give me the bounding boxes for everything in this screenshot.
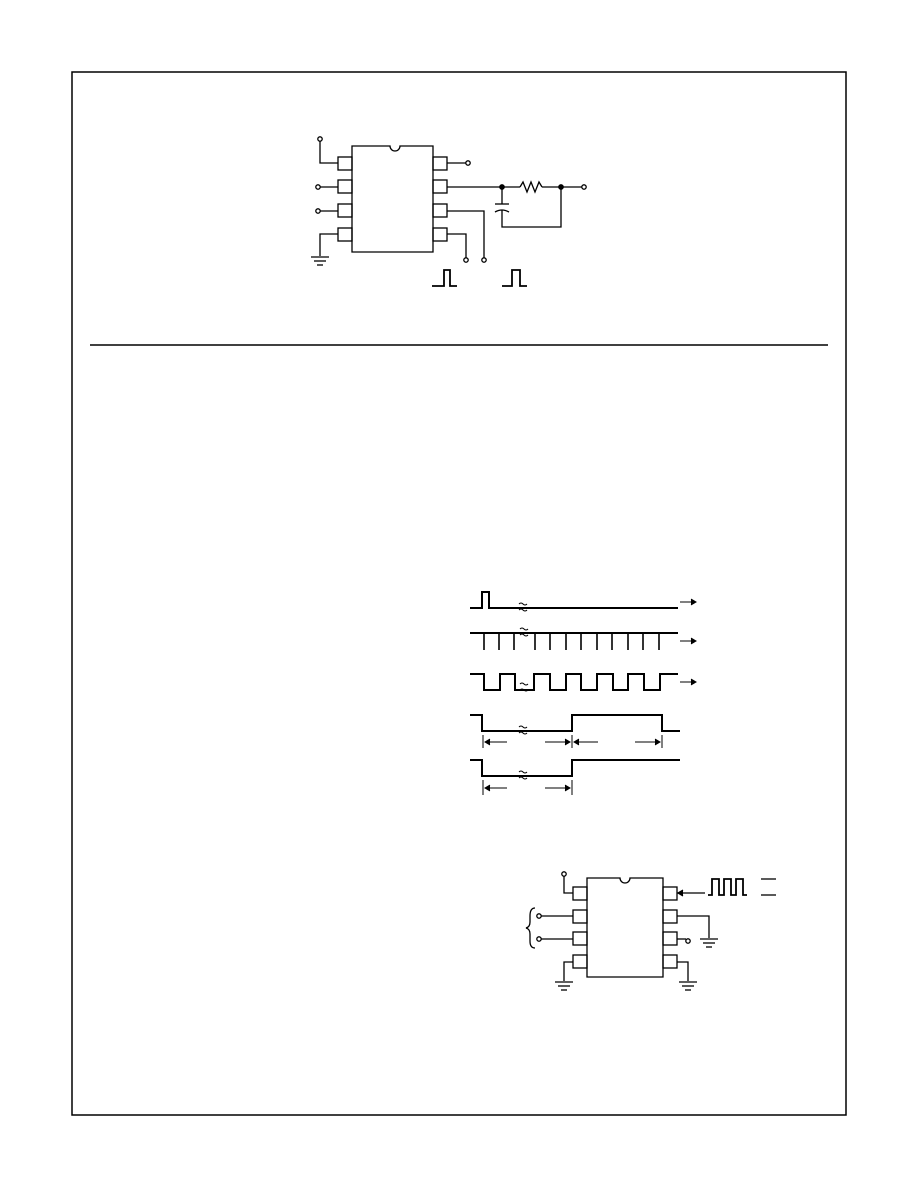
pulse-symbol-1 — [432, 269, 457, 287]
input-arrow — [676, 889, 684, 897]
pin-7 — [432, 179, 448, 194]
terminal-pin3 — [315, 208, 321, 214]
break-mark-5 — [518, 770, 528, 780]
pin-8 — [432, 156, 448, 171]
pin-4 — [337, 227, 353, 242]
square-wave-input — [708, 878, 747, 896]
pin-1 — [337, 156, 353, 171]
wire-pin1b — [563, 876, 573, 894]
terminal-pin6 — [481, 257, 487, 263]
waveform-output-1 — [470, 714, 680, 732]
break-mark-2 — [519, 627, 529, 637]
ic-body-2 — [586, 877, 664, 978]
brace — [525, 907, 536, 949]
bottom-schematic — [525, 871, 776, 991]
break-mark-3 — [519, 682, 529, 692]
break-mark-4 — [518, 725, 528, 735]
period-arrows-2 — [482, 780, 573, 795]
terminal-pin1 — [317, 136, 323, 142]
arrow-1 — [680, 598, 697, 606]
wire-pin4b — [563, 961, 573, 981]
top-schematic — [311, 136, 587, 287]
waveform-square — [470, 673, 678, 691]
timing-diagram — [470, 591, 697, 795]
ground-symbol — [311, 256, 329, 266]
wire-pin6 — [447, 210, 485, 258]
pin-3b — [572, 931, 588, 946]
terminal-pin6b — [685, 938, 691, 944]
waveform-clock-ticks — [483, 633, 660, 650]
break-mark-1 — [518, 602, 528, 612]
wire-pin5b — [677, 961, 689, 981]
terminal-out — [581, 184, 587, 190]
resistor — [519, 180, 543, 194]
wire-pin1 — [319, 141, 338, 164]
pin-2 — [337, 179, 353, 194]
pin-7b — [662, 909, 678, 924]
arrow-3 — [680, 678, 697, 686]
page-border — [71, 71, 847, 1116]
terminal-pin5 — [463, 257, 469, 263]
wire-pin5 — [447, 233, 467, 258]
terminal-pin2b — [536, 913, 542, 919]
ic-body — [351, 145, 434, 253]
terminal-pin1b — [561, 871, 567, 877]
terminal-pin8 — [465, 160, 471, 166]
pin-3 — [337, 203, 353, 218]
pin-4b — [572, 954, 588, 969]
pin-8b — [662, 886, 678, 901]
pin-6b — [662, 931, 678, 946]
ground-symbol-2 — [555, 981, 573, 991]
terminal-pin3b — [536, 936, 542, 942]
wire-pin7b — [677, 915, 710, 938]
terminal-pin2 — [315, 184, 321, 190]
ground-symbol-4 — [679, 981, 697, 991]
ground-symbol-3 — [700, 938, 718, 948]
pin-1b — [572, 886, 588, 901]
period-arrows-1 — [482, 735, 663, 748]
waveform-output-2 — [470, 759, 680, 777]
pin-5b — [662, 954, 678, 969]
pin-5 — [432, 227, 448, 242]
pin-2b — [572, 909, 588, 924]
cap-return — [501, 187, 562, 228]
pulse-symbol-2 — [502, 269, 527, 287]
wire-pin4 — [319, 233, 338, 256]
pin-6 — [432, 203, 448, 218]
waveform-single-pulse — [470, 591, 678, 609]
arrow-2 — [680, 637, 697, 645]
